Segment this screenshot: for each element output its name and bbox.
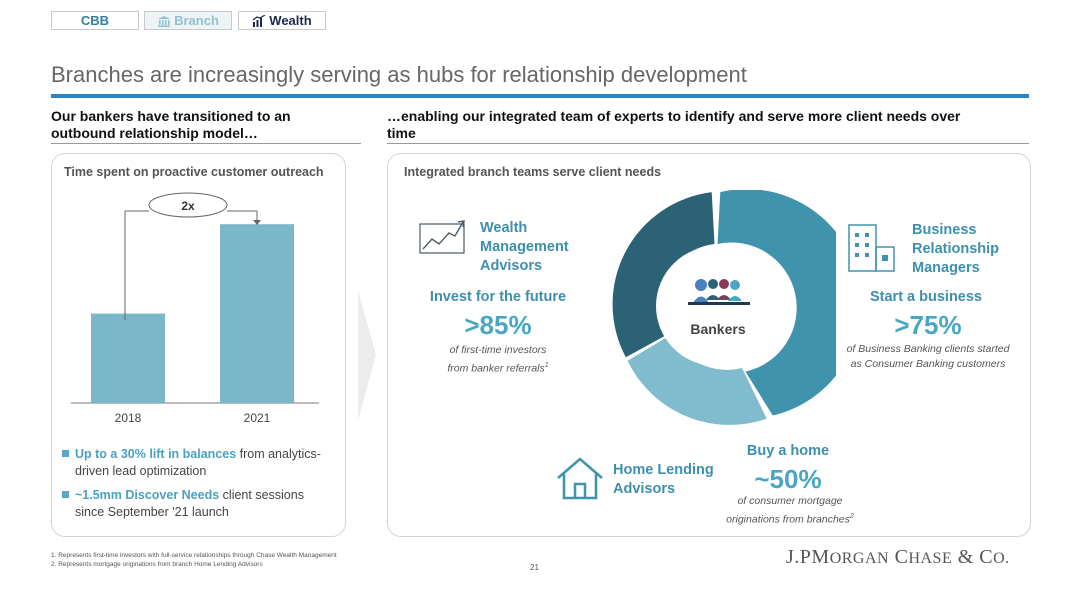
- tab-branch-label: Branch: [174, 13, 219, 28]
- outreach-bar-chart: 2018 2021 2x: [71, 192, 319, 425]
- multiplier-label: 2x: [181, 199, 195, 213]
- footnotes: 1. Represents first-time investors with …: [51, 551, 337, 569]
- right-subhead-rule: [387, 143, 1029, 144]
- home-lending-name: Home Lending Advisors: [613, 461, 714, 499]
- wealth-tagline: Invest for the future: [429, 289, 567, 305]
- right-panel-label: Integrated branch teams serve client nee…: [404, 165, 662, 179]
- home-note: of consumer mortgage originations from b…: [700, 494, 880, 528]
- footnote-1: 1. Represents first-time investors with …: [51, 552, 337, 559]
- home-note-line-2: originations from branches: [726, 513, 850, 526]
- tab-branch[interactable]: Branch: [144, 11, 232, 30]
- page-title: Branches are increasingly serving as hub…: [51, 62, 747, 87]
- bankers-people-icon: [688, 279, 750, 305]
- team-donut: Bankers: [612, 190, 836, 425]
- business-name-line-1: Business: [912, 222, 977, 238]
- home-note-footnote-ref: 2: [849, 513, 854, 520]
- bullet-square-icon: [62, 491, 69, 498]
- bullet-square-icon: [62, 450, 69, 457]
- business-tagline: Start a business: [869, 289, 982, 305]
- business-note: of Business Banking clients started as C…: [838, 342, 1018, 372]
- bullet-discover-highlight: ~1.5mm Discover Needs: [75, 488, 220, 502]
- wealth-note-line-2: from banker referrals: [447, 362, 545, 375]
- right-subhead: …enabling our integrated team of experts…: [387, 108, 1027, 142]
- donut-center-label: Bankers: [690, 321, 745, 337]
- business-name-line-2: Relationship: [912, 241, 1000, 257]
- bracket-arrowhead: [253, 220, 261, 225]
- wealth-name-line-2: Management: [480, 239, 569, 255]
- business-name-line-3: Managers: [912, 260, 980, 276]
- donut-segment-wealth: [612, 192, 715, 358]
- home-name-line-2: Advisors: [613, 481, 676, 497]
- bullet-balances: Up to a 30% lift in balances from analyt…: [62, 446, 332, 480]
- bullet-discover-text-1: client sessions: [219, 488, 304, 502]
- title-divider: [51, 94, 1029, 98]
- business-note-line-2: as Consumer Banking customers: [850, 358, 1006, 370]
- tab-wealth-label: Wealth: [269, 13, 312, 28]
- tab-wealth[interactable]: Wealth: [238, 11, 326, 30]
- right-subhead-line-2: time: [387, 125, 416, 141]
- left-subhead-line-2: outbound relationship model…: [51, 125, 258, 141]
- home-tagline: Buy a home: [746, 443, 830, 459]
- bullet-balances-text-1: from analytics-: [236, 447, 321, 461]
- bullet-balances-highlight: Up to a 30% lift in balances: [75, 447, 237, 461]
- tick-label-2021: 2021: [244, 411, 271, 425]
- donut-hole: [656, 246, 776, 366]
- tab-cbb[interactable]: CBB: [51, 11, 139, 30]
- office-building-icon: [848, 224, 895, 272]
- wealth-note-footnote-ref: 1: [544, 362, 549, 369]
- chevron-right-icon: [358, 290, 376, 420]
- wealth-note: of first-time investors from banker refe…: [408, 343, 588, 377]
- bullet-balances-text-2: driven lead optimization: [75, 464, 207, 478]
- left-subhead-line-1: Our bankers have transitioned to an: [51, 108, 291, 124]
- donut-segment-home: [627, 335, 767, 425]
- wealth-name-line-3: Advisors: [480, 258, 543, 274]
- bullet-discover-text-2: since September '21 launch: [75, 505, 229, 519]
- footnote-2: 2. Represents mortgage originations from…: [51, 561, 263, 568]
- donut-segment-business: [717, 190, 836, 416]
- right-subhead-line-1: …enabling our integrated team of experts…: [387, 108, 961, 124]
- house-icon: [557, 457, 603, 500]
- business-managers-name: Business Relationship Managers: [912, 221, 999, 278]
- home-note-line-1: of consumer mortgage: [737, 495, 843, 507]
- page-number: 21: [530, 563, 539, 572]
- left-panel-label: Time spent on proactive customer outreac…: [64, 165, 324, 179]
- bar-2021: [220, 224, 294, 403]
- chart-icon: [252, 14, 266, 27]
- bank-icon: [158, 15, 171, 27]
- tick-label-2018: 2018: [115, 411, 142, 425]
- wealth-stat: >85%: [464, 310, 532, 340]
- home-name-line-1: Home Lending: [613, 462, 714, 478]
- bar-2018: [91, 313, 165, 403]
- business-note-line-1: of Business Banking clients started: [846, 343, 1010, 355]
- growth-chart-icon: [419, 220, 465, 254]
- wealth-note-line-1: of first-time investors: [449, 344, 547, 356]
- multiplier-ellipse: [148, 192, 228, 218]
- home-stat: ~50%: [754, 464, 822, 494]
- wealth-name-line-1: Wealth: [480, 220, 528, 236]
- left-subhead: Our bankers have transitioned to an outb…: [51, 108, 371, 142]
- wealth-advisors-name: Wealth Management Advisors: [480, 219, 569, 276]
- business-stat: >75%: [894, 310, 962, 340]
- bullet-discover-needs: ~1.5mm Discover Needs client sessions si…: [62, 487, 332, 521]
- jpmorgan-logo: J.PMORGAN CHASE & CO.: [786, 546, 1010, 568]
- left-subhead-rule: [51, 143, 361, 144]
- tab-cbb-label: CBB: [80, 13, 110, 28]
